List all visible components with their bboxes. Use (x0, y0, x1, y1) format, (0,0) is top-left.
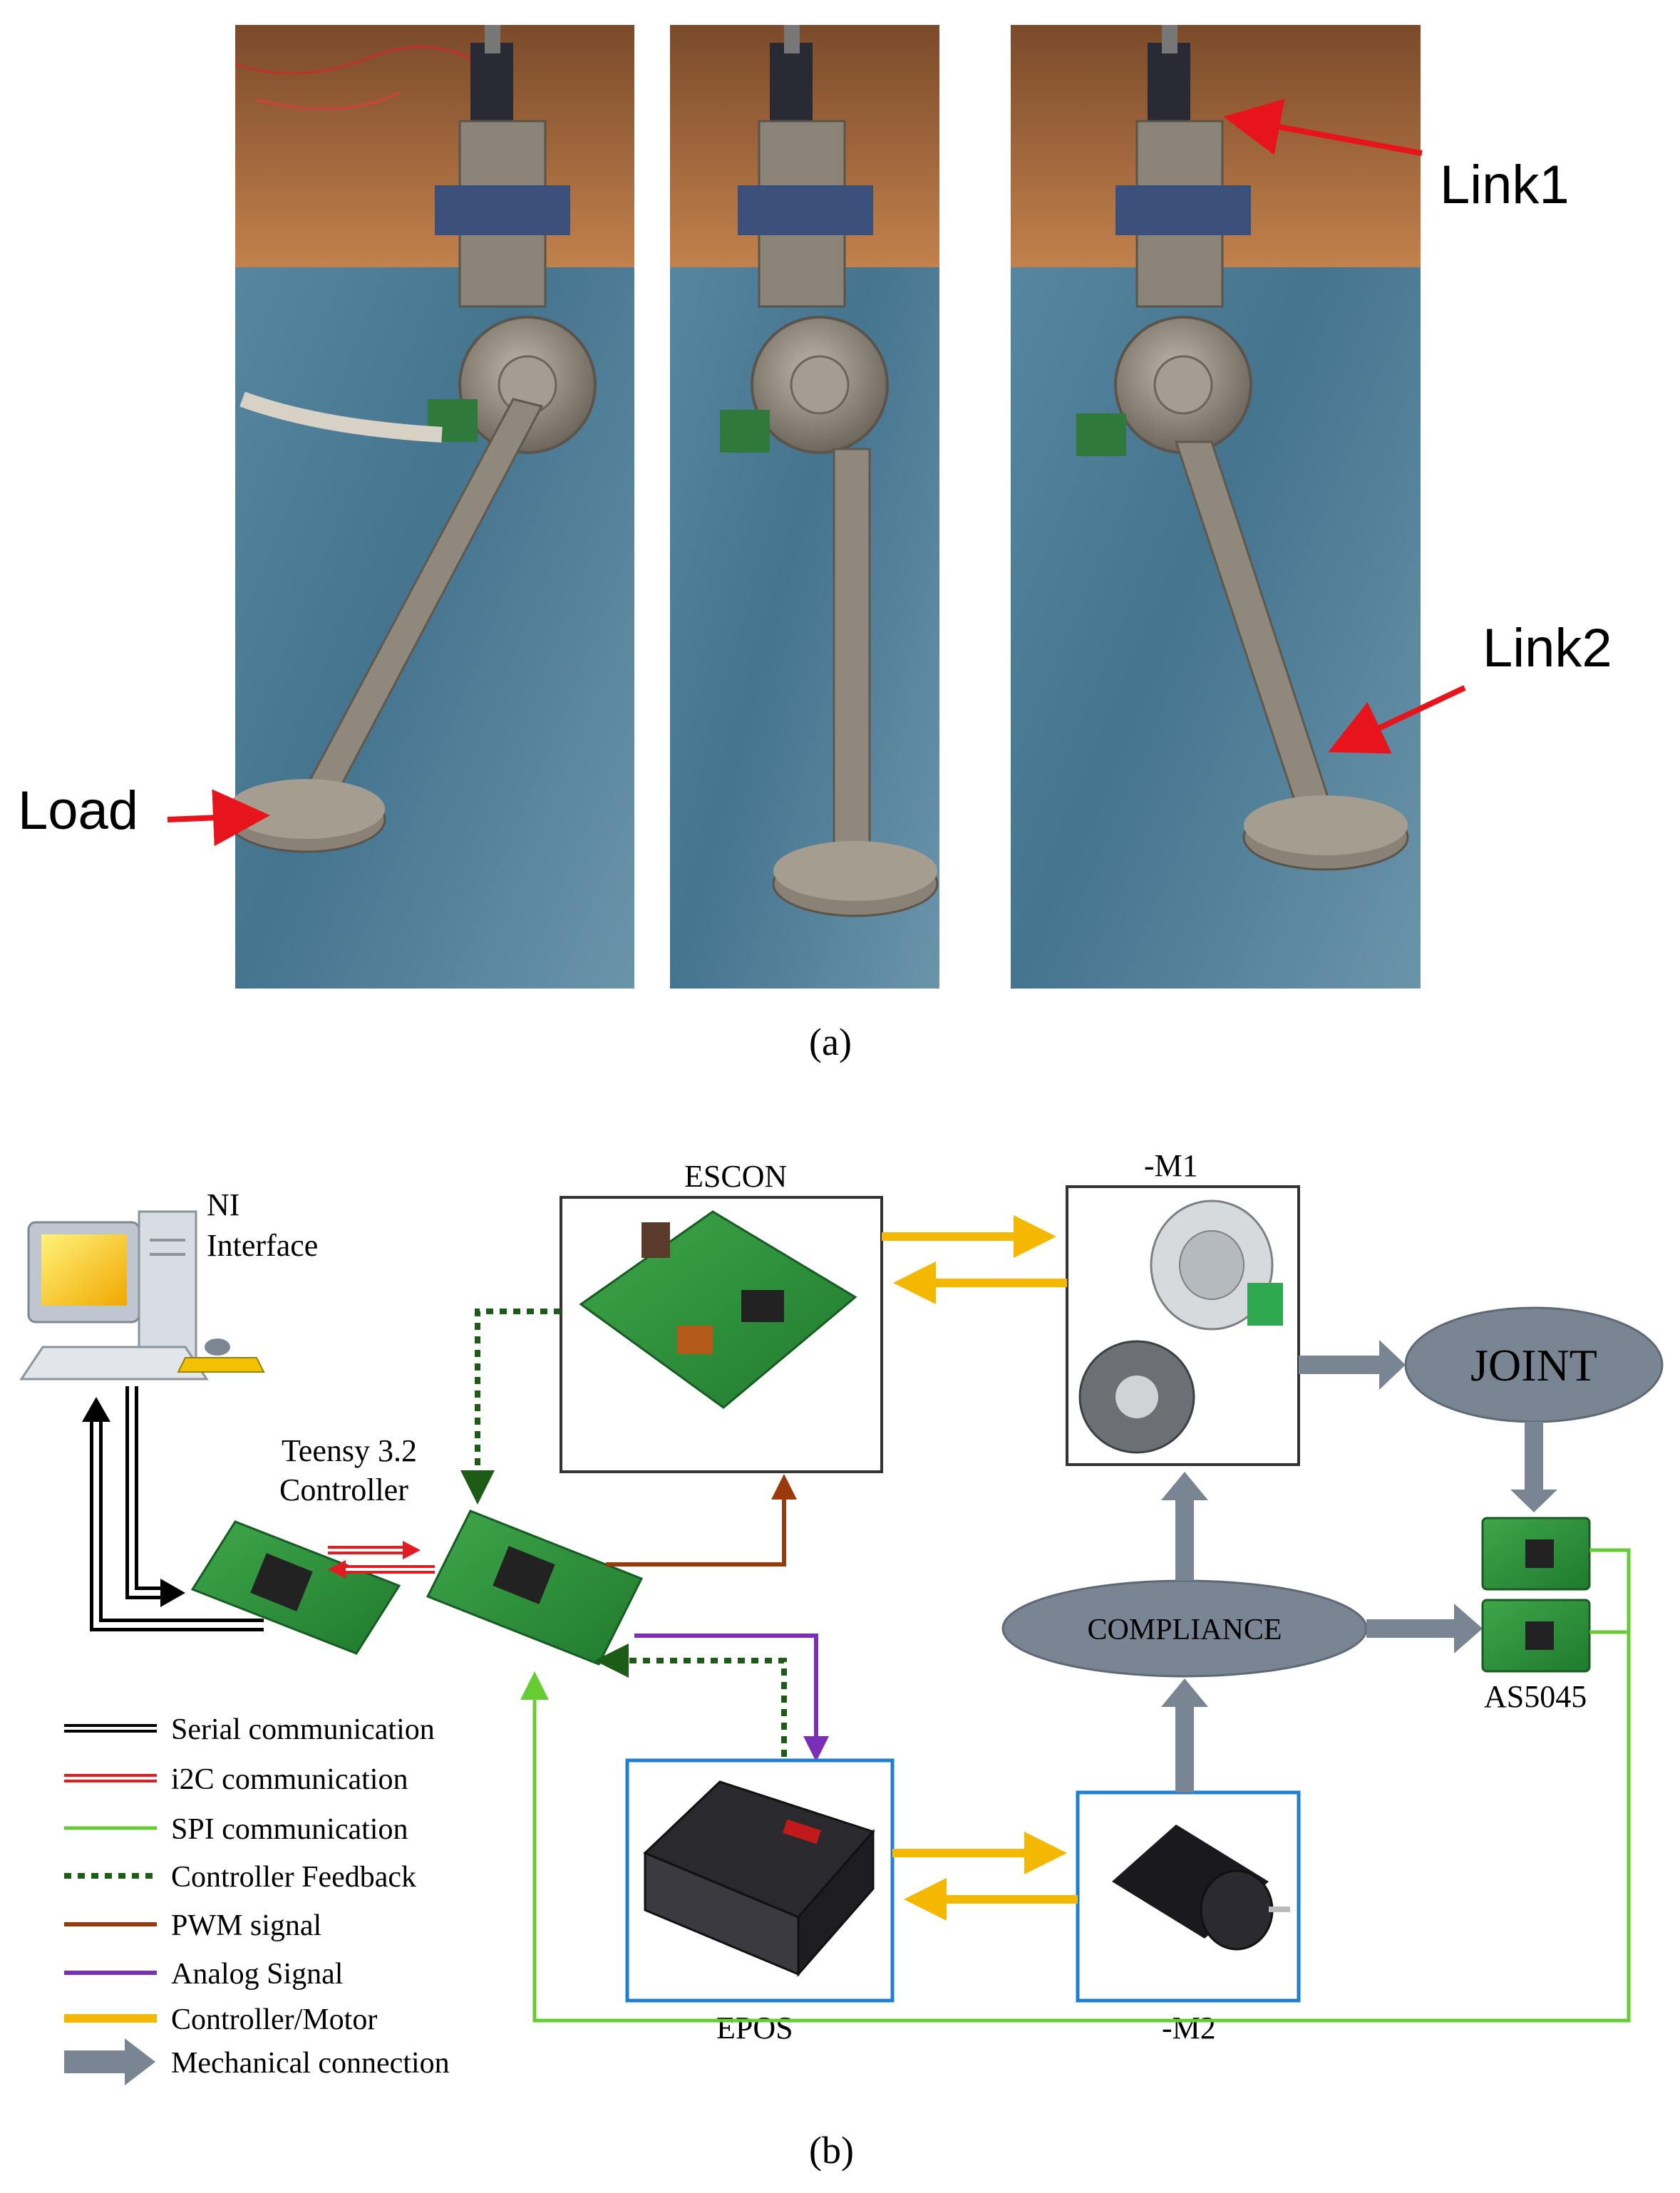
legend: Serial communication i2C communication S… (64, 1713, 450, 2085)
teensy-board-1 (190, 1520, 401, 1655)
legend-spi-label: SPI communication (171, 1813, 408, 1846)
computer-icon (19, 1210, 265, 1381)
m1-label: -M1 (1144, 1148, 1198, 1183)
teensy-label-line1: Teensy 3.2 (282, 1433, 417, 1468)
legend-feedback-label: Controller Feedback (171, 1861, 416, 1894)
callout-link1: Link1 (1223, 98, 1570, 215)
panel-a-caption: (a) (809, 1021, 852, 1063)
serial-link (82, 1386, 264, 1631)
spi-link (520, 1548, 1631, 2023)
m2-motor-image (1112, 1825, 1290, 1951)
panel-a: Load Link1 Link2 (a) (18, 25, 1612, 1063)
feedback-link-epos (594, 1644, 787, 1757)
m2-label: -M2 (1162, 2011, 1216, 2045)
i2c-link (328, 1541, 435, 1579)
panel-b: NI Interface Teensy 3.2 Controller (19, 1148, 1664, 2172)
photo-1 (227, 25, 634, 989)
as5045-label: AS5045 (1484, 1679, 1587, 1714)
legend-i2c-label: i2C communication (171, 1763, 408, 1796)
callout-load: Load (18, 780, 270, 847)
legend-serial-label: Serial communication (171, 1713, 435, 1746)
feedback-link-escon (460, 1309, 561, 1505)
callout-link1-label: Link1 (1440, 155, 1570, 215)
legend-pwm-label: PWM signal (171, 1909, 321, 1942)
as5045-sensor-1 (1481, 1517, 1591, 1591)
ni-interface-label-line2: Interface (207, 1228, 318, 1263)
callout-link2: Link2 (1328, 618, 1612, 754)
compliance-label: COMPLIANCE (1087, 1614, 1282, 1646)
epos-device-image (643, 1780, 875, 1977)
m1-motor-image (1078, 1199, 1283, 1454)
photo-2 (670, 25, 939, 989)
legend-controller-motor-label: Controller/Motor (171, 2003, 377, 2036)
escon-label: ESCON (684, 1159, 787, 1194)
photo-3 (1011, 25, 1421, 989)
as5045-sensor-2 (1481, 1599, 1591, 1673)
legend-mechanical-label: Mechanical connection (171, 2047, 450, 2080)
teensy-label-line2: Controller (279, 1472, 408, 1507)
callout-load-label: Load (18, 780, 138, 841)
analog-link (634, 1634, 829, 1762)
teensy-board-2 (426, 1510, 644, 1666)
ni-interface-label-line1: NI (207, 1187, 239, 1222)
callout-link2-label: Link2 (1483, 618, 1612, 678)
legend-analog-label: Analog Signal (171, 1958, 343, 1991)
pwm-link (606, 1474, 797, 1567)
panel-b-caption: (b) (809, 2129, 854, 2172)
joint-label: JOINT (1470, 1340, 1597, 1390)
controller-motor-links (882, 1215, 1078, 1921)
escon-board-image (579, 1210, 857, 1409)
mechanical-links (1161, 1340, 1557, 1792)
epos-label: EPOS (716, 2011, 793, 2045)
